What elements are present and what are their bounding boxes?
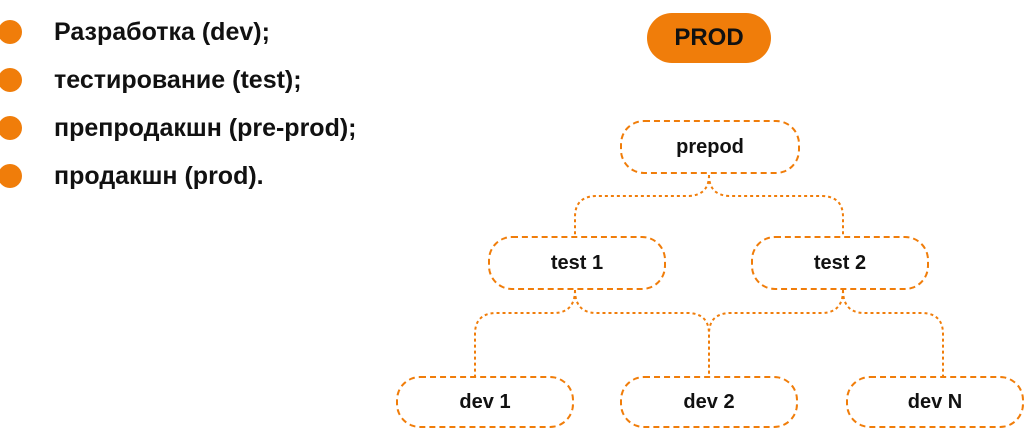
node-preprod: prepod	[620, 120, 800, 174]
node-test1: test 1	[488, 236, 666, 290]
list-item: Разработка (dev);	[0, 8, 357, 56]
bullet-list: Разработка (dev); тестирование (test); п…	[0, 8, 357, 200]
bullet-dot-icon	[0, 68, 22, 92]
connector-test2-dev2	[708, 289, 844, 376]
connector-test1-dev1	[474, 289, 576, 376]
node-dev2: dev 2	[620, 376, 798, 428]
bullet-dot-icon	[0, 20, 22, 44]
bullet-text: тестирование (test);	[54, 65, 302, 94]
list-item: препродакшн (pre-prod);	[0, 104, 357, 152]
list-item: тестирование (test);	[0, 56, 357, 104]
bullet-text: продакшн (prod).	[54, 161, 264, 190]
bullet-dot-icon	[0, 116, 22, 140]
connector-preprod-test1	[574, 174, 710, 236]
node-test2: test 2	[751, 236, 929, 290]
node-dev1: dev 1	[396, 376, 574, 428]
list-item: продакшн (prod).	[0, 152, 357, 200]
connector-test1-dev2	[574, 289, 710, 376]
bullet-dot-icon	[0, 164, 22, 188]
bullet-text: Разработка (dev);	[54, 17, 270, 46]
node-devN: dev N	[846, 376, 1024, 428]
connector-preprod-test2	[708, 174, 844, 236]
connector-test2-devN	[842, 289, 944, 376]
bullet-text: препродакшн (pre-prod);	[54, 113, 357, 142]
prod-badge: PROD	[647, 13, 771, 63]
